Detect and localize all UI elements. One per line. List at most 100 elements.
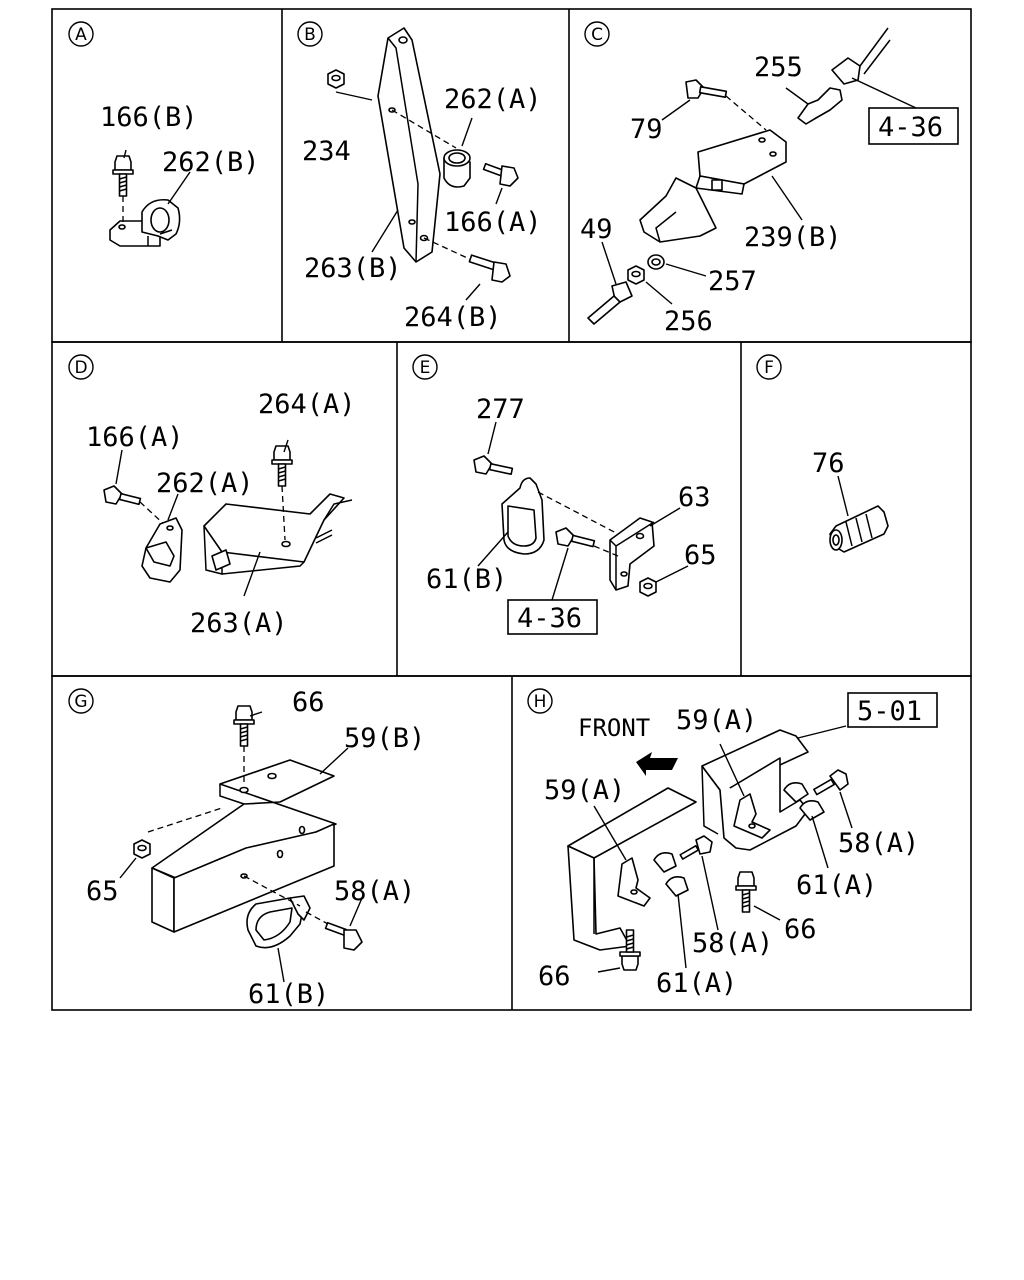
label-61a-right: 61(A) (796, 870, 877, 901)
nut-icon (327, 69, 345, 89)
bolt-264b-drawing (468, 254, 511, 283)
label-61a-bottom: 61(A) (656, 968, 737, 999)
clip-61b-drawing (501, 477, 545, 555)
panel-b: B 234 262(A) (297, 21, 542, 333)
clip-262a-d-drawing (141, 517, 183, 583)
svg-text:E: E (420, 358, 431, 378)
bolt-e-drawing (555, 527, 596, 548)
panel-c: C (580, 21, 959, 337)
panel-h: H FRONT (527, 688, 938, 999)
label-264b: 264(B) (404, 302, 502, 333)
plate-63-drawing (609, 517, 655, 591)
frame-lower-drawing (567, 787, 697, 951)
label-166a: 166(A) (444, 207, 542, 238)
panel-a-marker: A (68, 21, 94, 47)
clip-drawing (109, 198, 181, 247)
panel-e: E 277 63 61(B) 65 4- (412, 354, 717, 635)
panel-h-marker: H (527, 688, 553, 714)
nut-icon (639, 577, 657, 597)
panel-g: G 66 (68, 687, 425, 1010)
label-61b-g: 61(B) (248, 979, 329, 1010)
frame-upper-drawing (701, 729, 809, 851)
bolt-icon (271, 445, 293, 487)
label-79: 79 (630, 114, 663, 145)
label-256: 256 (664, 306, 713, 337)
label-263a: 263(A) (190, 608, 288, 639)
bracket-59b-drawing (151, 759, 337, 933)
label-255: 255 (754, 52, 803, 83)
nut-icon (133, 839, 151, 859)
label-59a-upper: 59(A) (676, 705, 757, 736)
bolt-58a-right-drawing (813, 769, 849, 796)
clip-61b-g-drawing (246, 895, 311, 949)
label-257: 257 (708, 266, 757, 297)
nut-icon (627, 265, 645, 285)
bracket-239b-drawing (639, 129, 787, 243)
ref-box-4-36 (868, 107, 959, 145)
label-239b: 239(B) (744, 222, 842, 253)
label-58a-mid: 58(A) (692, 928, 773, 959)
label-ref-5-01[interactable]: 5-01 (857, 696, 922, 727)
sensor-49-drawing (587, 281, 633, 325)
front-label: FRONT (578, 714, 650, 742)
front-arrow-icon (636, 752, 678, 776)
label-63: 63 (678, 482, 711, 513)
bracket-263a-drawing (203, 493, 353, 575)
panel-frames (51, 8, 972, 1011)
label-58a-right: 58(A) (838, 828, 919, 859)
bolt-icon (112, 155, 134, 197)
bolt-277-drawing (473, 455, 514, 476)
panel-f: F 76 (756, 354, 889, 553)
label-65-e: 65 (684, 540, 717, 571)
svg-text:G: G (74, 692, 87, 712)
label-234: 234 (302, 136, 351, 167)
panel-d-marker: D (68, 354, 94, 380)
bracket-263b-drawing (377, 27, 441, 263)
bolt-166a-d-drawing (103, 485, 142, 506)
label-264a: 264(A) (258, 389, 356, 420)
label-76: 76 (812, 448, 845, 479)
label-49: 49 (580, 214, 613, 245)
label-166b: 166(B) (100, 102, 198, 133)
label-263b: 263(B) (304, 253, 402, 284)
ref-box-5-01 (847, 692, 938, 728)
panel-b-marker: B (297, 21, 323, 47)
washer-257-drawing (647, 254, 665, 270)
label-ref-4-36[interactable]: 4-36 (878, 112, 943, 143)
label-262b: 262(B) (162, 147, 260, 178)
panel-a: A 166(B) 262(B) (68, 21, 260, 247)
svg-text:D: D (74, 358, 87, 378)
label-59a-lower: 59(A) (544, 775, 625, 806)
svg-text:F: F (764, 358, 774, 378)
label-277: 277 (476, 394, 525, 425)
label-262a: 262(A) (444, 84, 542, 115)
bolt-58a-g-drawing (324, 921, 363, 951)
label-66-right: 66 (784, 914, 817, 945)
bolt-icon (233, 705, 255, 747)
svg-text:H: H (534, 692, 547, 712)
bracket-59a-upper-drawing (733, 793, 771, 839)
bolt-icon (735, 871, 757, 913)
svg-text:A: A (75, 25, 87, 45)
label-58a-g: 58(A) (334, 876, 415, 907)
panel-d: D 264(A) 166(A) 262(A) 263(A) (68, 354, 356, 639)
nipple-76-drawing (829, 505, 889, 553)
label-59b: 59(B) (344, 723, 425, 754)
label-66-left: 66 (538, 961, 571, 992)
bolt-166a-drawing (482, 162, 519, 187)
label-166a-d: 166(A) (86, 422, 184, 453)
panel-g-marker: G (68, 688, 94, 714)
label-262a-d: 262(A) (156, 468, 254, 499)
label-ref-4-36-e[interactable]: 4-36 (517, 603, 582, 634)
label-66-g: 66 (292, 687, 325, 718)
fitting-255-drawing (797, 27, 891, 125)
bracket-59a-lower-drawing (617, 857, 651, 907)
svg-text:C: C (591, 25, 603, 45)
panel-c-marker: C (584, 21, 610, 47)
bolt-79-drawing (685, 79, 728, 99)
panel-e-marker: E (412, 354, 438, 380)
clips-61a-upper-drawing (783, 782, 825, 821)
label-61b-e: 61(B) (426, 564, 507, 595)
clip-262a-drawing (443, 149, 471, 188)
